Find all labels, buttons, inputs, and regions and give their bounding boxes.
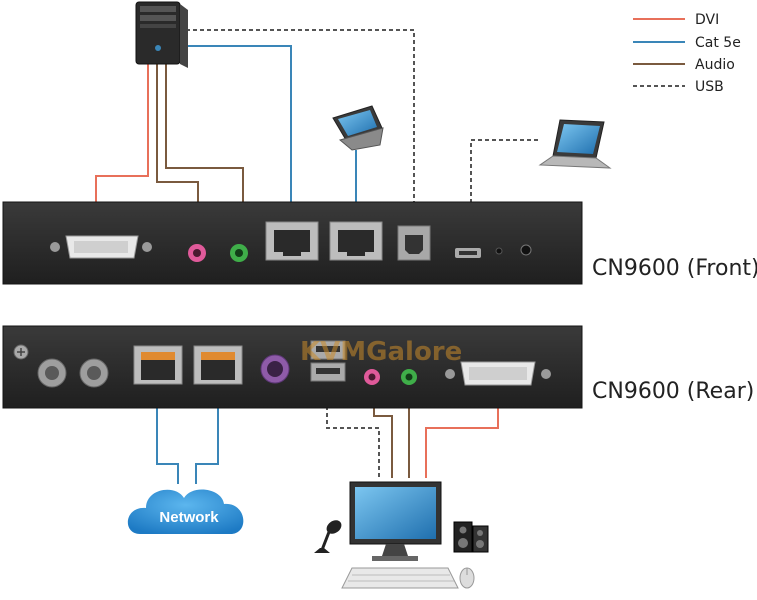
cable-usb-pc xyxy=(186,29,415,226)
audio-jack-pink-rear xyxy=(364,369,380,385)
mouse-icon xyxy=(459,567,475,589)
legend-item-usb: USB xyxy=(633,79,724,95)
audio-jack-green-front xyxy=(230,244,248,262)
audio-jack-green-rear xyxy=(401,369,417,385)
led-indicator xyxy=(495,247,503,255)
cable-dvi-front xyxy=(95,62,149,215)
audio-jack-pink-front xyxy=(188,244,206,262)
legend-item-cat5e: Cat 5e xyxy=(633,35,741,51)
lan-port-2 xyxy=(193,345,243,385)
lcd-console-icon xyxy=(332,105,384,151)
speakers-icon xyxy=(453,521,489,553)
legend-label-cat5e: Cat 5e xyxy=(695,35,741,51)
legend-label-dvi: DVI xyxy=(695,12,719,28)
usb-a-ports xyxy=(310,340,346,382)
cable-cat5e-pc xyxy=(186,45,292,206)
rj45-port-front-2 xyxy=(329,221,383,261)
network-label: Network xyxy=(159,509,219,526)
laptop-icon xyxy=(538,119,612,169)
mini-usb-port xyxy=(455,248,481,258)
legend-item-audio: Audio xyxy=(633,57,735,73)
rj45-port-front-1 xyxy=(265,221,319,261)
cable-network-2 xyxy=(195,383,219,484)
legend: DVI Cat 5e Audio USB xyxy=(633,12,741,95)
watermark-logo: KVMGalore xyxy=(300,337,462,367)
power-socket-1 xyxy=(37,358,67,388)
cable-network-1 xyxy=(156,383,179,484)
front-unit-label: CN9600 (Front) xyxy=(592,256,757,281)
network-cloud-icon: Network xyxy=(127,489,244,534)
microphone-icon xyxy=(314,520,342,553)
cn9600-rear-unit: KVMGalore xyxy=(2,325,583,409)
cn9600-front-unit xyxy=(2,201,583,285)
dvi-port-rear xyxy=(445,361,551,386)
power-socket-2 xyxy=(79,358,109,388)
cable-audio-front-2 xyxy=(165,62,244,216)
lan-port-1 xyxy=(133,345,183,385)
legend-label-audio: Audio xyxy=(695,57,735,73)
ground-screw xyxy=(13,344,29,360)
pc-tower-icon xyxy=(135,1,188,68)
dvi-port-front xyxy=(50,235,152,259)
legend-item-dvi: DVI xyxy=(633,12,719,28)
rear-unit-label: CN9600 (Rear) xyxy=(592,379,754,404)
reset-button xyxy=(520,244,532,256)
ps2-port xyxy=(260,354,290,384)
usb-b-port xyxy=(397,225,431,261)
monitor-icon xyxy=(349,481,442,561)
cable-audio-front-1 xyxy=(156,62,199,216)
cable-usb-rear xyxy=(326,392,380,478)
legend-label-usb: USB xyxy=(695,79,724,95)
keyboard-icon xyxy=(341,567,459,589)
